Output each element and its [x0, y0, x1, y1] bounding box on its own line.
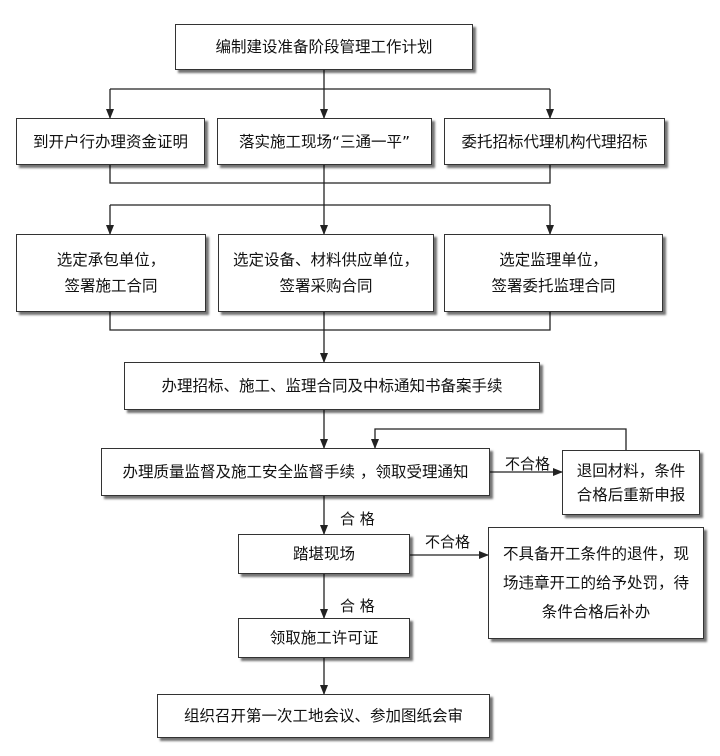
- box-permit-text: 领取施工许可证: [269, 629, 379, 647]
- box-permit: 领取施工许可证: [238, 618, 410, 658]
- box-contractor-line-1: 选定承包单位，: [56, 251, 166, 269]
- box-contractor-line-2: 签署施工合同: [64, 277, 158, 295]
- box-quality-text: 办理质量监督及施工安全监督手续 ，领取受理通知: [122, 463, 469, 481]
- connector-return-loop: [371, 428, 627, 450]
- box-penalty-line-3: 条件合格后补办: [541, 602, 651, 621]
- box-penalty-line-1: 不具备开工条件的退件，现: [502, 544, 689, 563]
- edge-label-pass-1: 合 格: [340, 510, 375, 528]
- box-bank-cert: 到开户行办理资金证明: [16, 118, 205, 165]
- box-plan: 编制建设准备阶段管理工作计划: [175, 24, 473, 70]
- box-three-one-text: 落实施工现场“三通一平”: [238, 132, 411, 151]
- connector-merge-2: [109, 312, 551, 331]
- edge-label-fail-2: 不合格: [425, 533, 471, 551]
- box-supervisor-line-2: 签署委托监理合同: [491, 277, 616, 295]
- box-supplier-line-1: 选定设备、材料供应单位，: [232, 251, 419, 269]
- box-filing-text: 办理招标、施工、监理合同及中标通知书备案手续: [161, 377, 503, 395]
- box-penalty-line-2: 场违章开工的给予处罚，待: [502, 573, 689, 592]
- box-bank-cert-text: 到开户行办理资金证明: [32, 132, 188, 151]
- box-penalty: 不具备开工条件的退件，现 场违章开工的给予处罚，待 条件合格后补办: [488, 527, 704, 639]
- box-agency-text: 委托招标代理机构代理招标: [461, 132, 648, 151]
- box-supervisor: 选定监理单位， 签署委托监理合同: [444, 234, 663, 312]
- edge-label-fail-1: 不合格: [505, 455, 551, 473]
- box-supervisor-line-1: 选定监理单位，: [499, 251, 608, 269]
- box-agency: 委托招标代理机构代理招标: [444, 118, 665, 165]
- box-return: 退回材料，条件 合格后重新申报: [562, 450, 700, 515]
- box-three-one: 落实施工现场“三通一平”: [217, 118, 432, 165]
- box-return-line-2: 合格后重新申报: [576, 485, 686, 504]
- box-return-line-1: 退回材料，条件: [576, 461, 686, 480]
- box-contractor: 选定承包单位， 签署施工合同: [16, 234, 206, 312]
- box-meeting: 组织召开第一次工地会议、参加图纸会审: [157, 694, 490, 738]
- box-quality: 办理质量监督及施工安全监督手续 ，领取受理通知: [101, 448, 490, 496]
- box-supplier: 选定设备、材料供应单位， 签署采购合同: [218, 234, 434, 312]
- box-site-survey: 踏堪现场: [238, 534, 410, 574]
- box-plan-text: 编制建设准备阶段管理工作计划: [215, 38, 433, 56]
- edge-label-pass-2: 合 格: [340, 597, 375, 615]
- connector-merge-1: [109, 165, 551, 184]
- box-filing: 办理招标、施工、监理合同及中标通知书备案手续: [124, 362, 540, 410]
- box-supplier-line-2: 签署采购合同: [279, 277, 373, 295]
- box-site-survey-text: 踏堪现场: [292, 545, 355, 563]
- box-meeting-text: 组织召开第一次工地会议、参加图纸会审: [183, 707, 463, 725]
